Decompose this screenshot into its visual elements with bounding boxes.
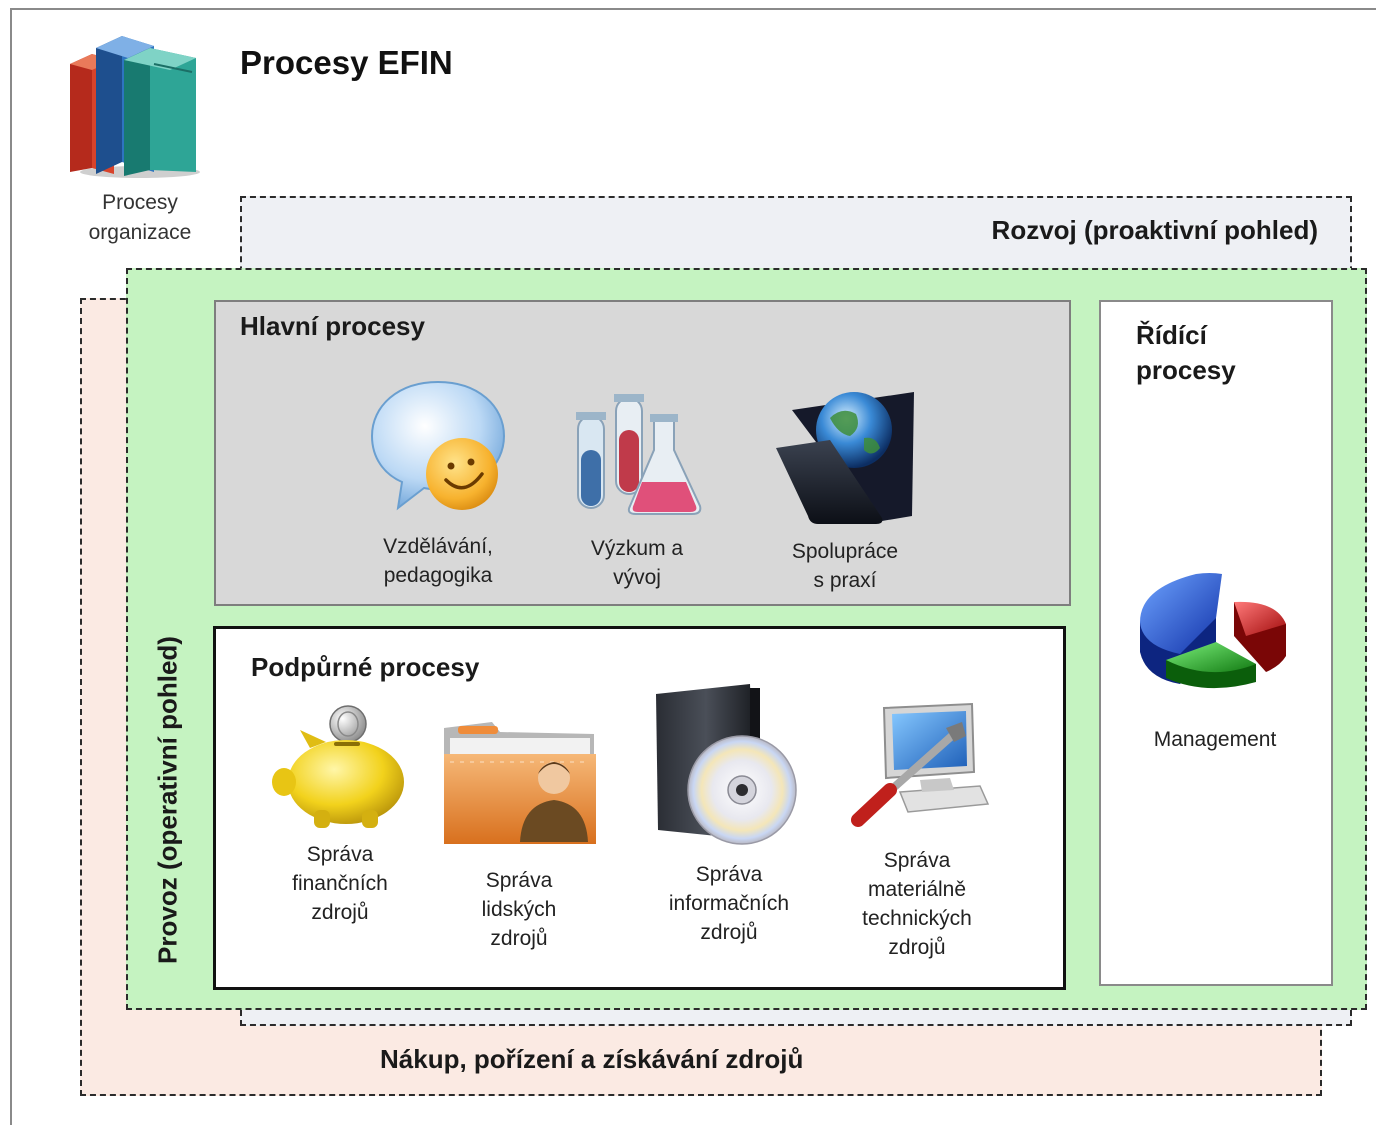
control-processes-title-line1: Řídící xyxy=(1136,320,1207,350)
support-item-finance-line2: finančních xyxy=(292,872,388,895)
main-item-education-label: Vzdělávání, pedagogika xyxy=(343,532,533,590)
user-folder-icon xyxy=(444,722,596,844)
computer-tools-icon xyxy=(851,702,990,827)
support-item-it-label: Správa informačních zdrojů xyxy=(634,860,824,947)
support-item-finance-label: Správa finančních zdrojů xyxy=(245,840,435,927)
diagram-title: Procesy EFIN xyxy=(240,44,453,81)
globe-folder-icon xyxy=(776,392,914,524)
support-item-it-line3: zdrojů xyxy=(700,921,758,944)
frame-top-border xyxy=(10,8,1376,10)
main-item-cooperation-line1: Spolupráce xyxy=(791,540,899,563)
support-processes-title: Podpůrné procesy xyxy=(251,652,480,682)
main-item-research-line1: Výzkum a xyxy=(590,537,684,560)
test-tubes-flask-icon xyxy=(576,394,702,515)
main-item-research-line2: vývoj xyxy=(613,566,661,589)
main-item-cooperation-label: Spolupráce s praxí xyxy=(750,537,940,595)
main-item-cooperation-line2: s praxí xyxy=(813,569,877,592)
support-item-material-line1: Správa xyxy=(883,849,951,872)
support-item-material-line4: zdrojů xyxy=(888,936,946,959)
purchase-zone-label: Nákup, pořízení a získávání zdrojů xyxy=(380,1044,804,1074)
support-item-it-line2: informačních xyxy=(668,892,790,915)
main-item-education-line1: Vzdělávání, xyxy=(383,535,493,558)
development-zone-label: Rozvoj (proaktivní pohled) xyxy=(991,215,1318,245)
pie-chart-icon xyxy=(1140,573,1286,689)
organization-label-line1: Procesy xyxy=(102,191,178,214)
support-item-finance-line1: Správa xyxy=(306,843,374,866)
frame-left-border xyxy=(10,8,12,1125)
control-processes-title: Řídící procesy xyxy=(1136,318,1236,388)
control-item-management-label: Management xyxy=(1153,728,1277,751)
operations-zone-label: Provoz (operativní pohled) xyxy=(152,636,183,964)
organization-label-line2: organizace xyxy=(88,221,192,244)
piggy-bank-icon xyxy=(272,705,404,828)
control-processes-title-line2: procesy xyxy=(1136,355,1236,385)
support-item-finance-line3: zdrojů xyxy=(311,901,369,924)
main-item-research-label: Výzkum a vývoj xyxy=(542,534,732,592)
support-item-material-line2: materiálně xyxy=(867,878,967,901)
support-item-it-line1: Správa xyxy=(695,863,763,886)
main-item-education-line2: pedagogika xyxy=(383,564,493,587)
support-item-hr-line1: Správa xyxy=(485,869,553,892)
support-item-material-line3: technických xyxy=(862,907,972,930)
support-item-material-label: Správa materiálně technických zdrojů xyxy=(822,846,1012,962)
books-icon xyxy=(70,36,200,178)
organization-label: Procesy organizace xyxy=(60,188,220,248)
support-item-hr-line2: lidských xyxy=(481,898,557,921)
cd-case-icon xyxy=(656,684,797,845)
support-item-hr-label: Správa lidských zdrojů xyxy=(424,866,614,953)
speech-bubble-smiley-icon xyxy=(370,380,506,511)
main-processes-title: Hlavní procesy xyxy=(240,311,425,341)
support-item-hr-line3: zdrojů xyxy=(490,927,548,950)
